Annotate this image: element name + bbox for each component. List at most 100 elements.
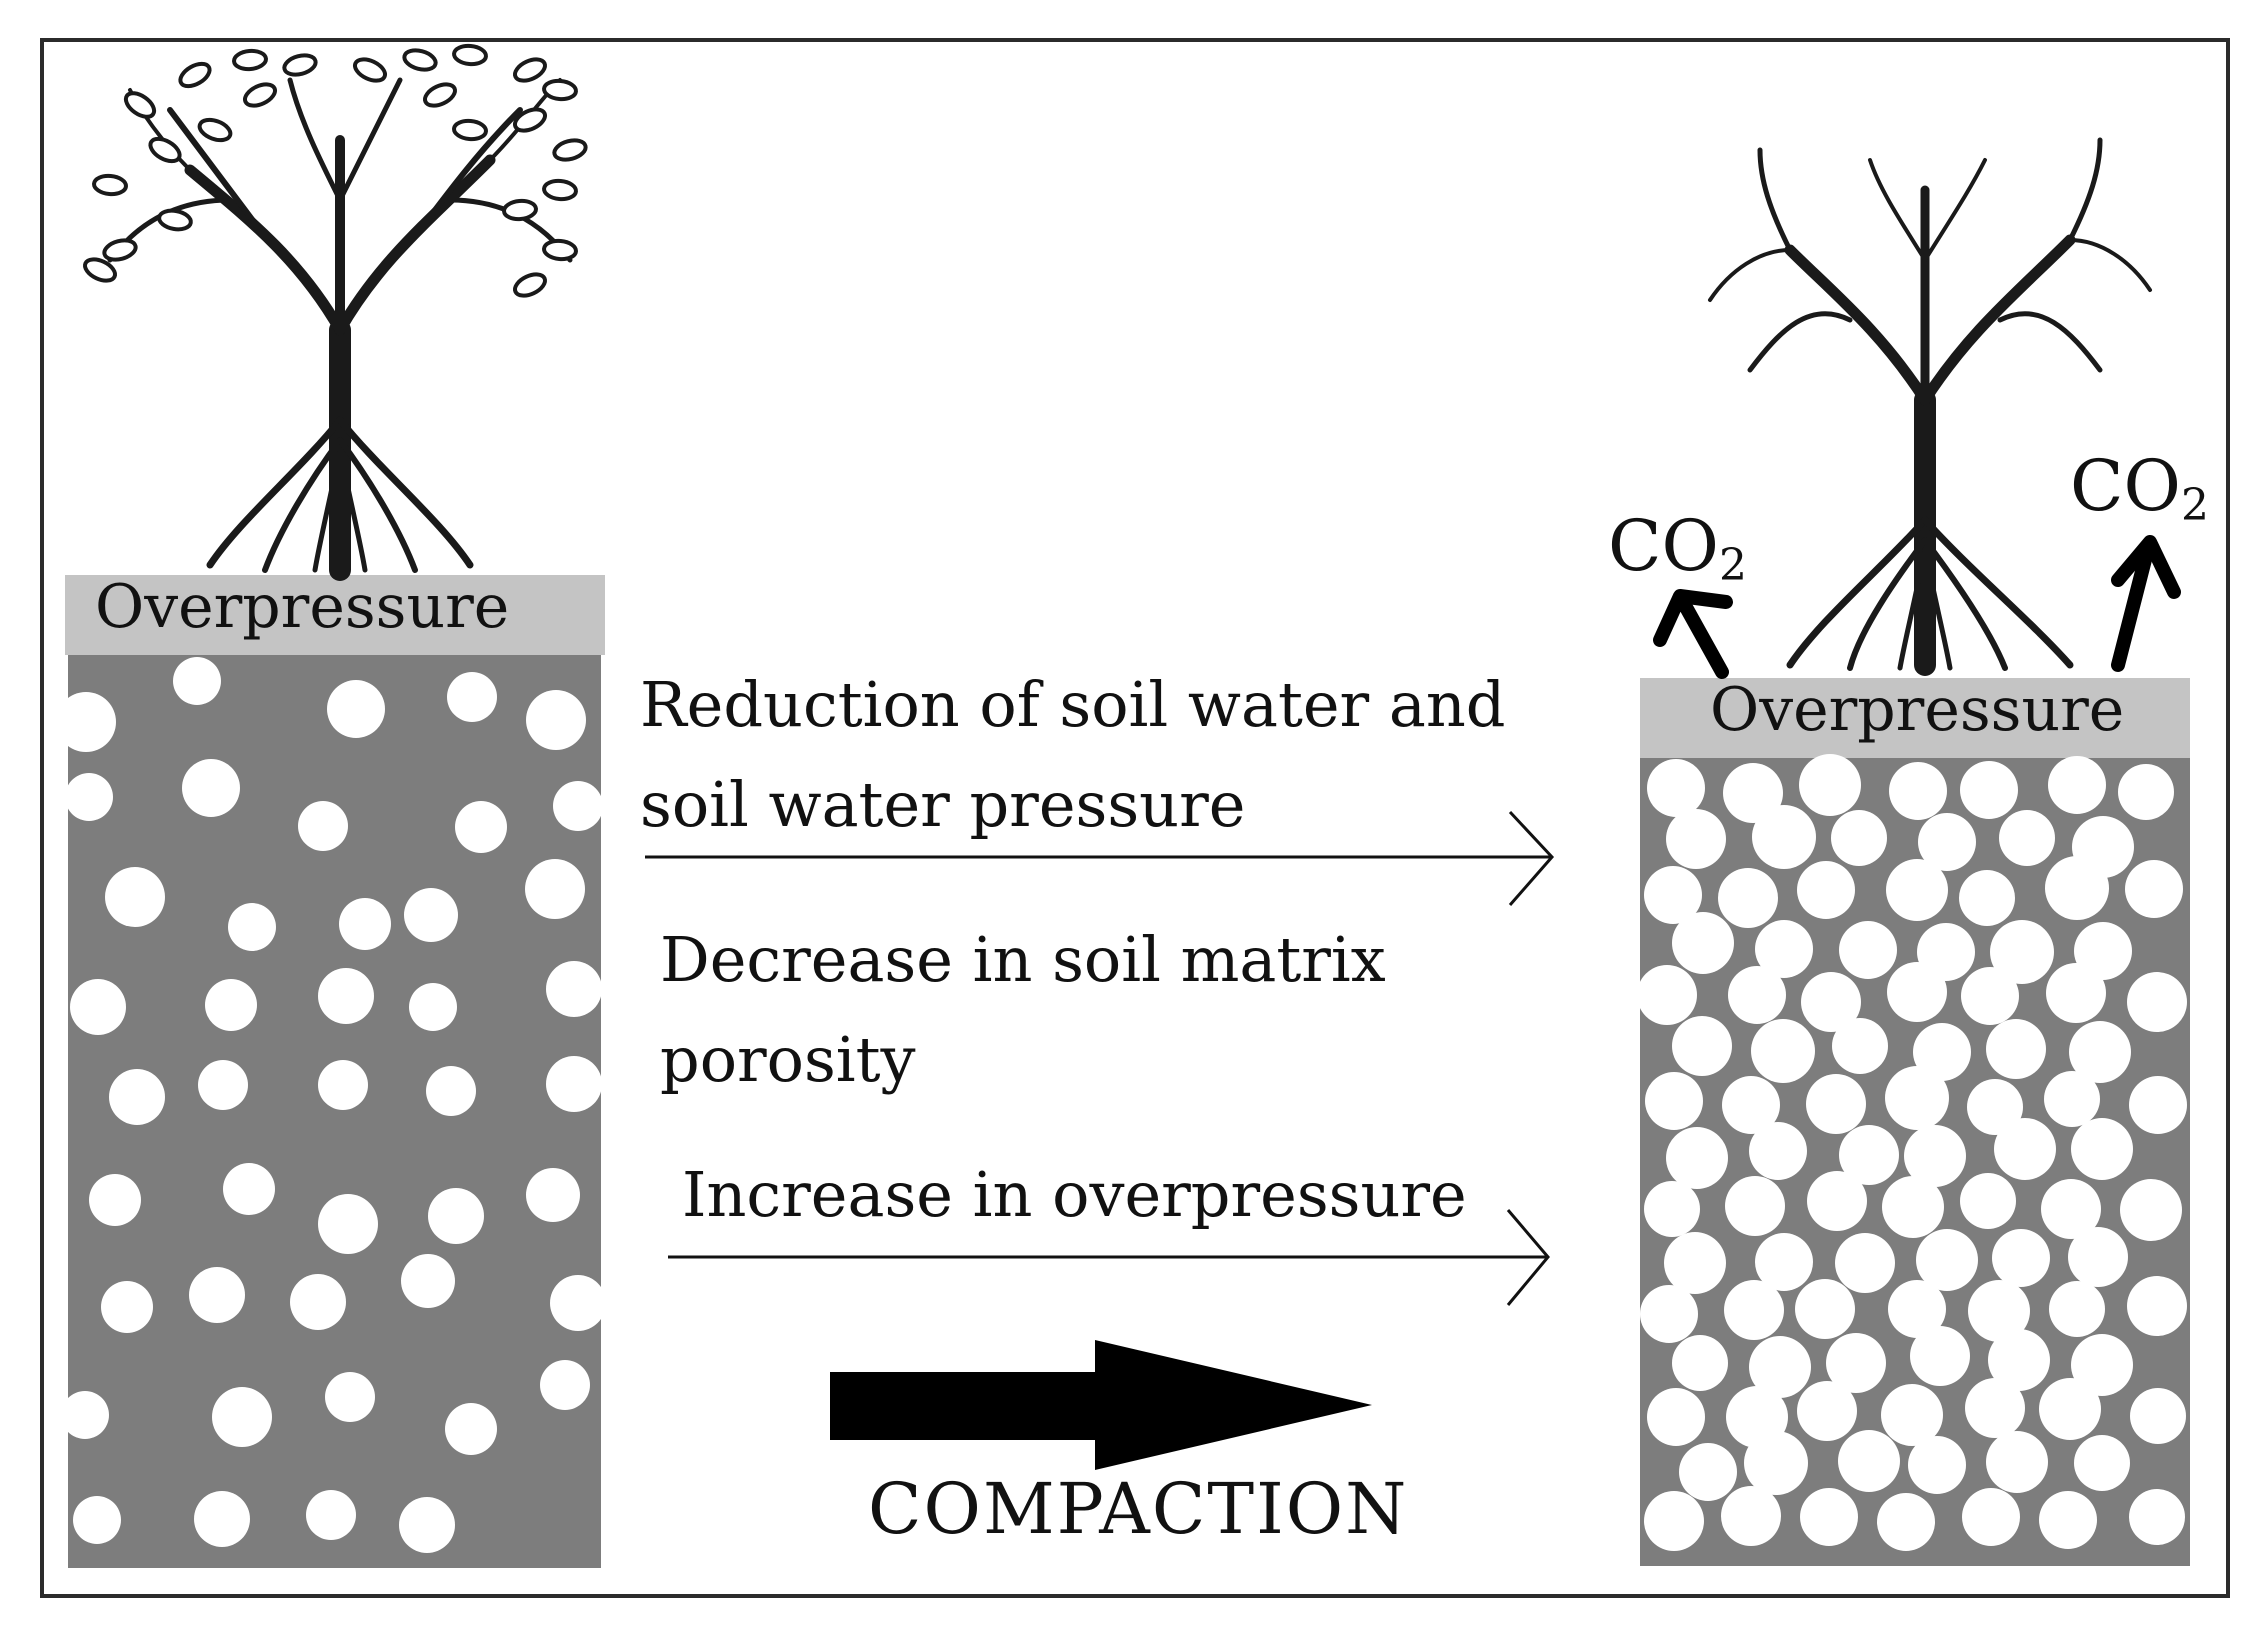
pore-circle [1797, 1381, 1857, 1441]
leaf-icon [282, 53, 318, 77]
pore-circle [1961, 967, 2019, 1025]
pore-circle [1751, 1019, 1815, 1083]
pore-circle [546, 1056, 602, 1112]
pore-circle [105, 867, 165, 927]
pore-circle [1908, 1436, 1966, 1494]
pore-circle [1725, 1176, 1785, 1236]
pore-circle [445, 1403, 497, 1455]
pore-circle [1666, 1127, 1728, 1189]
pore-circle [1645, 1072, 1703, 1130]
pore-circle [2071, 1334, 2133, 1396]
pore-circle [1807, 1171, 1867, 1231]
pore-circle [1799, 754, 1861, 816]
co2-subscript: 2 [1718, 540, 1747, 591]
pore-circle [1801, 972, 1861, 1032]
pore-circle [1831, 810, 1887, 866]
pore-circle [70, 979, 126, 1035]
right-arrow-icon [830, 1340, 1372, 1470]
pore-circle [2120, 1179, 2182, 1241]
pore-circle [2125, 860, 2183, 918]
pore-circle [1918, 813, 1976, 871]
pore-circle [327, 680, 385, 738]
pore-circle [290, 1274, 346, 1330]
process-line-5: Increase in overpressure [682, 1158, 1467, 1231]
pore-circle [2039, 1491, 2097, 1549]
pore-circle [306, 1490, 356, 1540]
leaf-icon [402, 48, 438, 72]
up-arrow-icon [1653, 589, 1733, 679]
pore-circle [339, 898, 391, 950]
left-pore-group [56, 657, 606, 1553]
up-arrow-icon [2111, 535, 2181, 672]
left-overpressure-label: Overpressure [95, 572, 510, 642]
right-overpressure-label: Overpressure [1710, 675, 2125, 745]
pore-circle [101, 1281, 153, 1333]
pore-circle [56, 692, 116, 752]
pore-circle [173, 657, 221, 705]
pore-circle [1724, 1280, 1784, 1340]
leaf-icon [542, 178, 578, 202]
pore-circle [409, 983, 457, 1031]
pore-circle [546, 961, 602, 1017]
pore-circle [2045, 856, 2109, 920]
process-line-4: porosity [660, 1023, 916, 1096]
pore-circle [1889, 762, 1947, 820]
pore-circle [1835, 1233, 1895, 1293]
pore-circle [1992, 1229, 2050, 1287]
co2-subscript: 2 [2180, 480, 2209, 531]
pore-circle [1755, 1233, 1813, 1291]
leaf-icon [423, 82, 457, 108]
right-arrow-icon [645, 810, 1555, 906]
leaf-icon [232, 48, 268, 72]
leaf-icon [102, 238, 138, 262]
pore-circle [1965, 1378, 2025, 1438]
pore-circle [1960, 761, 2018, 819]
pore-circle [2074, 1435, 2130, 1491]
pore-circle [1755, 920, 1813, 978]
pore-circle [1640, 1285, 1698, 1343]
pore-circle [205, 979, 257, 1031]
pore-circle [1644, 1491, 1704, 1551]
pore-circle [1881, 1384, 1943, 1446]
pore-circle [1882, 1176, 1944, 1238]
pore-circle [1647, 759, 1705, 817]
pore-circle [399, 1497, 455, 1553]
pore-circle [1718, 868, 1778, 928]
pore-circle [1886, 859, 1948, 921]
pore-circle [455, 801, 507, 853]
pore-circle [426, 1066, 476, 1116]
leaf-icon [552, 138, 588, 162]
left-soil-column [56, 575, 606, 1568]
pore-circle [1888, 1280, 1946, 1338]
pore-circle [1877, 1493, 1935, 1551]
pore-circle [2049, 1281, 2105, 1337]
leaf-icon [197, 117, 233, 143]
pore-circle [1994, 1118, 2056, 1180]
tree-leaves [83, 43, 588, 298]
pore-circle [182, 759, 240, 817]
pore-circle [2039, 1378, 2101, 1440]
process-line-2: soil water pressure [640, 768, 1246, 841]
process-line-1: Reduction of soil water and [640, 668, 1506, 741]
overpressure-increase-text: Increase in overpressure [682, 1145, 1467, 1245]
pore-circle [1887, 962, 1947, 1022]
pore-circle [1722, 1076, 1780, 1134]
leaf-icon [452, 43, 488, 67]
pore-circle [325, 1372, 375, 1422]
leaf-icon [502, 198, 538, 222]
pore-circle [526, 1168, 580, 1222]
pore-circle [1723, 763, 1783, 823]
pore-circle [428, 1188, 484, 1244]
co2-label-right: CO2 [2070, 445, 2209, 531]
pore-circle [1968, 1280, 2030, 1342]
pore-circle [1666, 809, 1726, 869]
pore-circle [1728, 966, 1786, 1024]
pore-circle [2069, 1021, 2131, 1083]
pore-circle [1916, 1229, 1978, 1291]
leaf-icon [92, 173, 128, 197]
leaf-icon [353, 57, 387, 83]
pore-circle [89, 1174, 141, 1226]
pore-circle [1806, 1074, 1866, 1134]
pore-circle [1647, 1388, 1705, 1446]
